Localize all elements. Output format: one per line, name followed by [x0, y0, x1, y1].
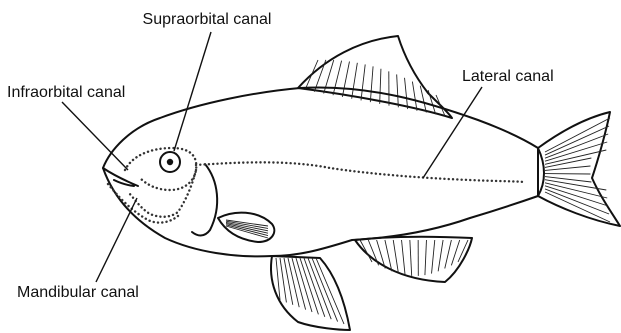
anal-fin-ray [425, 240, 427, 275]
anal-fin-ray [402, 240, 406, 275]
dorsal-fin-ray [370, 66, 373, 102]
pelvic-fin-ray [304, 258, 325, 317]
mandibular-leader [96, 198, 137, 282]
supraorbital-canal-label: Supraorbital canal [143, 11, 272, 28]
lateral-canal-label: Lateral canal [462, 68, 554, 85]
dorsal-fin-ray [397, 74, 399, 107]
dorsal-fin-ray [305, 60, 318, 90]
pelvic-fin [271, 256, 350, 330]
dorsal-fin-ray [333, 61, 342, 96]
infraorbital-canal-label: Infraorbital canal [7, 84, 125, 101]
infraorbital-leader [62, 102, 128, 170]
caudal-fin [538, 112, 620, 226]
anal-fin-ray [445, 240, 452, 269]
pectoral-fin [218, 213, 274, 242]
supraorbital-canal-path [125, 148, 196, 190]
anal-fin [355, 237, 472, 282]
infraorbital-canal-path [128, 170, 196, 217]
dorsal-fin-ray [352, 63, 358, 99]
dorsal-fin-ray [380, 69, 381, 104]
dorsal-fin-ray [405, 78, 408, 109]
anal-fin-ray [438, 240, 443, 271]
eye-icon [160, 152, 180, 172]
anal-fin-ray [360, 240, 372, 262]
anal-fin-ray [368, 240, 378, 265]
dorsal-fin-ray [342, 62, 349, 97]
dorsal-fin-ray [412, 82, 417, 111]
dorsal-fin-ray [428, 90, 436, 114]
lateral-canal-path [196, 162, 526, 182]
anal-fin-ray [432, 240, 435, 274]
anal-fin-ray [410, 240, 412, 276]
anal-fin-ray [393, 240, 398, 274]
pelvic-fin-ray [312, 258, 338, 322]
dorsal-fin-ray [361, 64, 365, 100]
dorsal-fin [298, 36, 452, 118]
mandibular-canal-label: Mandibular canal [17, 284, 139, 301]
mandibular-canal-path [108, 184, 178, 223]
supraorbital-leader [174, 32, 211, 151]
caudal-fin-ray [545, 166, 590, 170]
